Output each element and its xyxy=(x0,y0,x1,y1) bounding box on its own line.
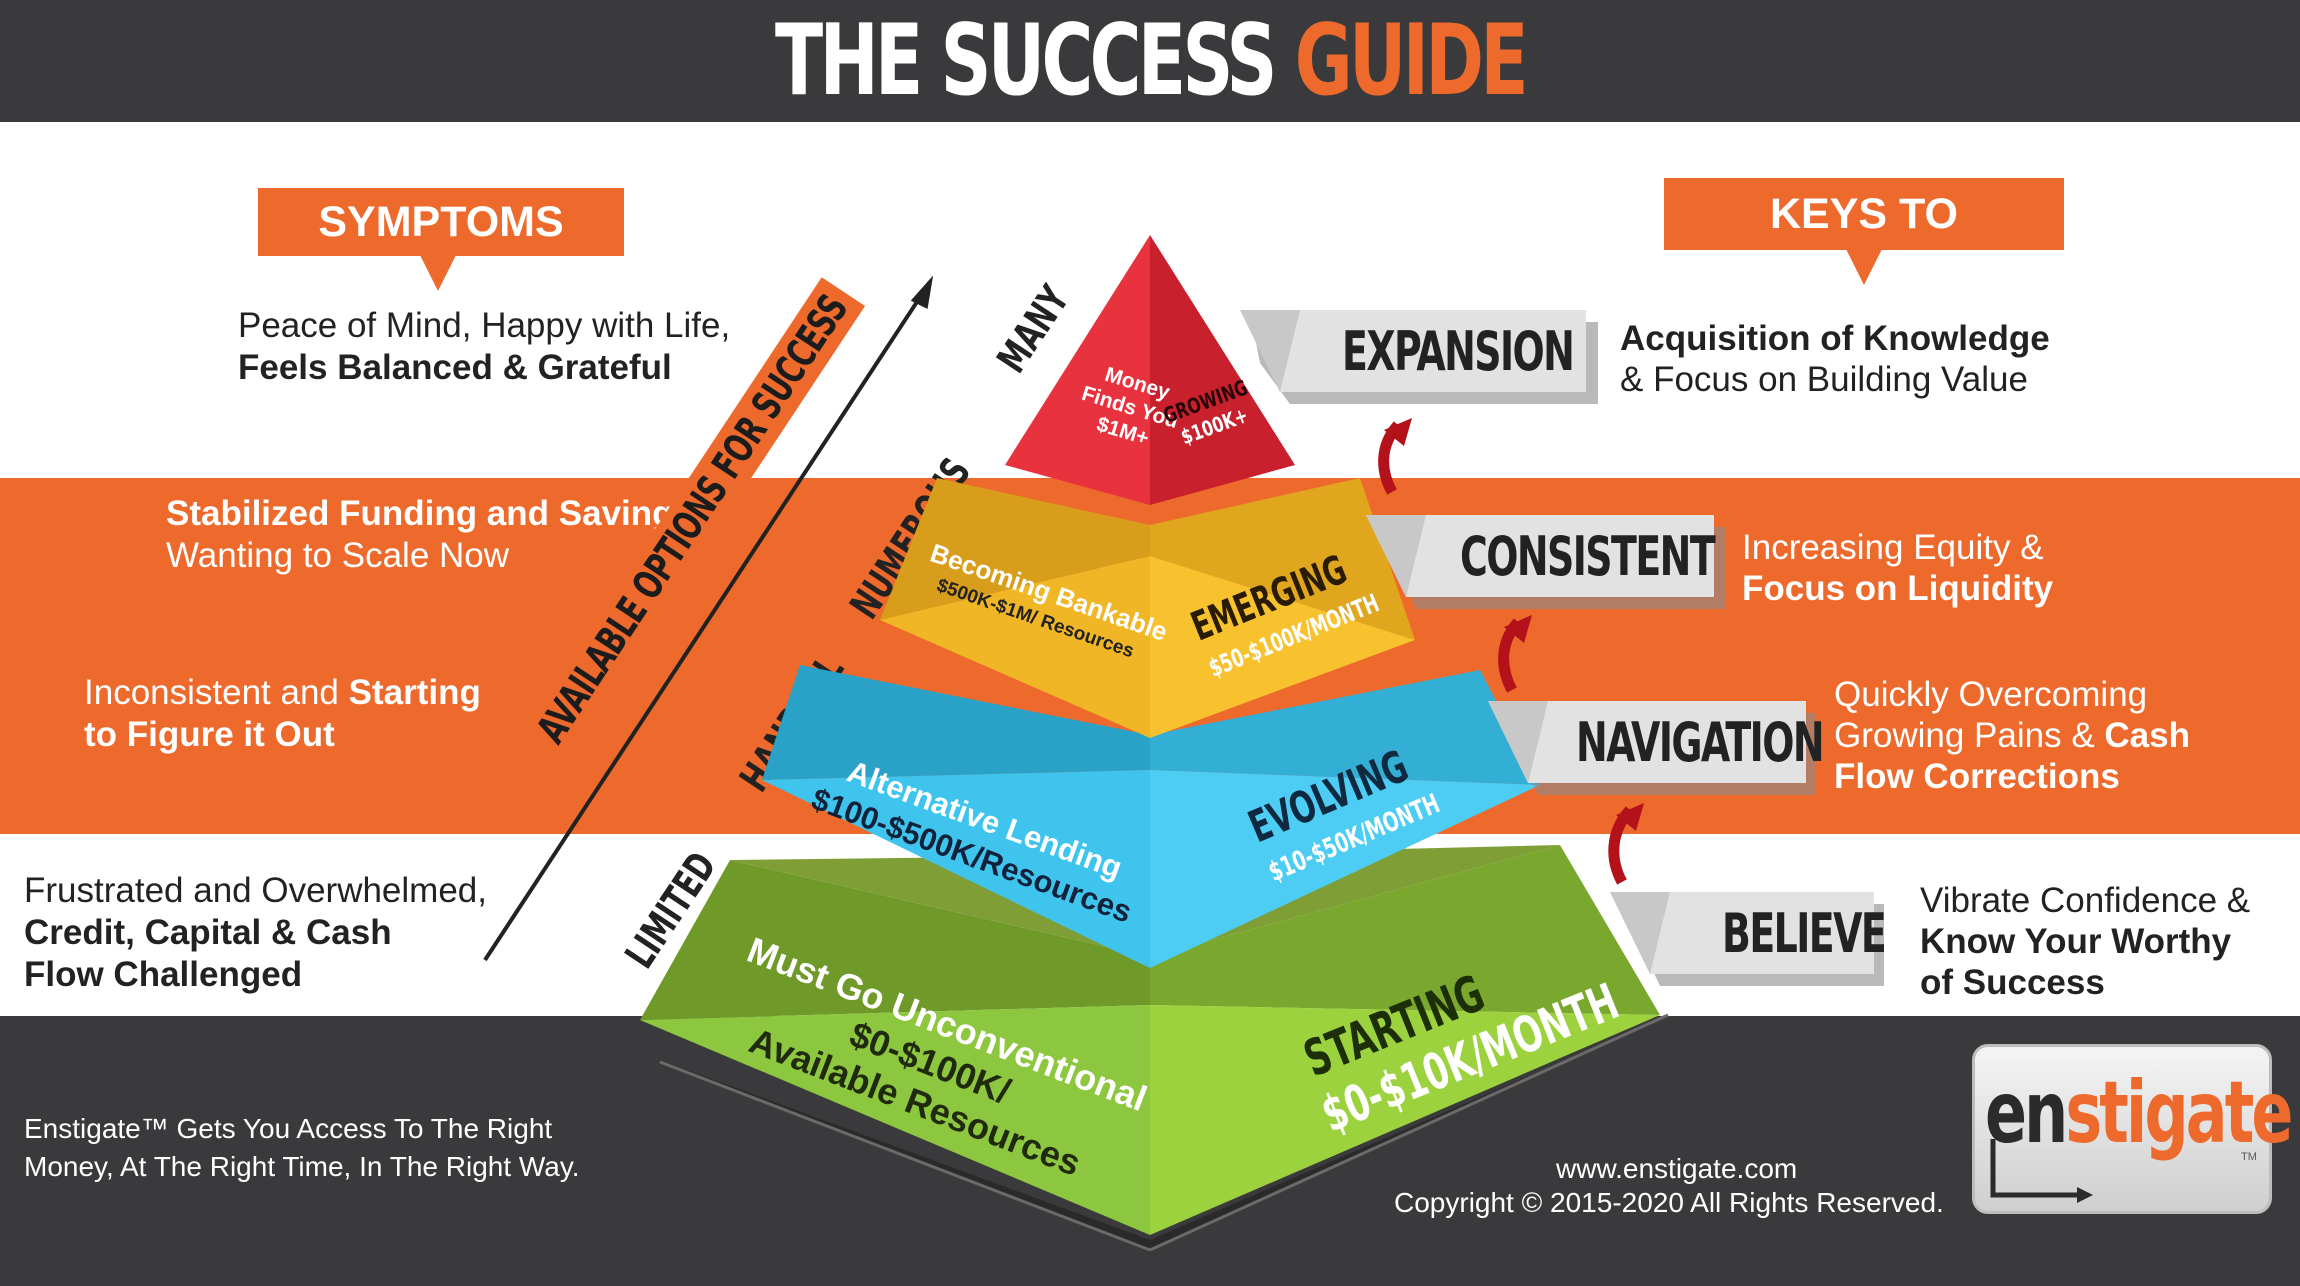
tier-blue xyxy=(762,665,1540,968)
symptom-frustrated: Frustrated and Overwhelmed, Credit, Capi… xyxy=(24,870,487,996)
symptom-peace-line2: Feels Balanced & Grateful xyxy=(238,348,672,387)
logo-en: en xyxy=(1985,1063,2068,1163)
symptom-stabilized: Stabilized Funding and Savings, Wanting … xyxy=(166,493,703,577)
footer-tagline-line2: Money, At The Right Time, In The Right W… xyxy=(24,1151,580,1182)
keys-label: KEYS TO SUCCESS xyxy=(1760,190,1968,310)
key-navigation-line2b: Cash xyxy=(2104,716,2190,755)
banner-believe xyxy=(1610,892,1884,986)
keys-callout-pointer xyxy=(1846,249,1882,285)
key-consistent-desc: Increasing Equity & Focus on Liquidity xyxy=(1742,527,2053,609)
logo-bracket-arrow-icon xyxy=(1990,1139,2093,1203)
tier-red xyxy=(1005,235,1295,505)
key-navigation-desc: Quickly Overcoming Growing Pains & Cash … xyxy=(1834,674,2190,797)
key-expansion-line2: & Focus on Building Value xyxy=(1620,360,2028,399)
key-believe-line1: Vibrate Confidence & xyxy=(1920,881,2251,920)
key-navigation-label: NAVIGATION xyxy=(1576,711,1825,774)
key-navigation-line2a: Growing Pains & xyxy=(1834,716,2105,755)
options-arrow xyxy=(483,275,934,962)
symptom-inconsistent: Inconsistent and Starting to Figure it O… xyxy=(84,672,481,756)
banner-expansion xyxy=(1240,310,1598,404)
logo-tm: TM xyxy=(2241,1151,2257,1163)
key-consistent-line1: Increasing Equity & xyxy=(1742,528,2044,567)
title-orange: GUIDE xyxy=(1294,4,1529,118)
arrow-up-1 xyxy=(1378,418,1412,495)
symptoms-callout: SYMPTOMS xyxy=(258,188,624,256)
footer-copyright: Copyright © 2015-2020 All Rights Reserve… xyxy=(1394,1187,1944,1218)
symptom-frustrated-line2: Credit, Capital & Cash xyxy=(24,913,392,952)
symptom-stabilized-line1: Stabilized Funding and Savings, xyxy=(166,494,703,533)
symptoms-label: SYMPTOMS xyxy=(318,198,564,246)
symptom-inconsistent-line1b: Starting xyxy=(348,673,481,712)
key-believe-line2: Know Your Worthy xyxy=(1920,922,2232,961)
symptom-inconsistent-line1a: Inconsistent and xyxy=(84,673,349,712)
symptoms-callout-pointer xyxy=(420,255,456,291)
footer-website[interactable]: www.enstigate.com xyxy=(1556,1153,1798,1184)
arrow-up-2 xyxy=(1498,615,1532,693)
symptom-frustrated-line1: Frustrated and Overwhelmed, xyxy=(24,871,487,910)
keys-callout: KEYS TO SUCCESS xyxy=(1664,178,2064,310)
symptom-inconsistent-line2: to Figure it Out xyxy=(84,715,335,754)
banner-navigation xyxy=(1488,701,1816,795)
logo-stigate: stigate xyxy=(2065,1063,2293,1163)
title-white: THE SUCCESS xyxy=(775,4,1277,118)
symptom-peace-line1: Peace of Mind, Happy with Life, xyxy=(238,306,731,345)
key-navigation-line1: Quickly Overcoming xyxy=(1834,675,2148,714)
banner-consistent xyxy=(1366,515,1726,609)
key-expansion-desc: Acquisition of Knowledge & Focus on Buil… xyxy=(1620,318,2050,400)
key-believe-label: BELIEVE xyxy=(1722,902,1887,965)
footer-tagline: Enstigate™ Gets You Access To The Right … xyxy=(24,1110,580,1186)
key-believe-line3: of Success xyxy=(1920,963,2105,1002)
symptom-stabilized-line2: Wanting to Scale Now xyxy=(166,536,510,575)
key-believe-desc: Vibrate Confidence & Know Your Worthy of… xyxy=(1920,880,2250,1003)
tier-green xyxy=(640,845,1660,1235)
key-expansion-label: EXPANSION xyxy=(1342,320,1575,383)
page-title: THE SUCCESS GUIDE xyxy=(322,0,1978,122)
logo-wordmark: enstigate xyxy=(1985,1063,2293,1163)
key-expansion-line1: Acquisition of Knowledge xyxy=(1620,319,2050,358)
tier-yellow xyxy=(880,478,1415,738)
footer-tagline-line1: Enstigate™ Gets You Access To The Right xyxy=(24,1113,553,1144)
key-consistent-label: CONSISTENT xyxy=(1460,525,1716,588)
key-consistent-line2: Focus on Liquidity xyxy=(1742,569,2054,608)
enstigate-logo: enstigate TM xyxy=(1972,1044,2293,1214)
header-band xyxy=(0,0,2300,122)
symptom-frustrated-line3: Flow Challenged xyxy=(24,955,303,994)
arrow-up-3 xyxy=(1608,803,1644,885)
key-navigation-line3: Flow Corrections xyxy=(1834,757,2120,796)
symptom-peace: Peace of Mind, Happy with Life, Feels Ba… xyxy=(238,305,730,389)
